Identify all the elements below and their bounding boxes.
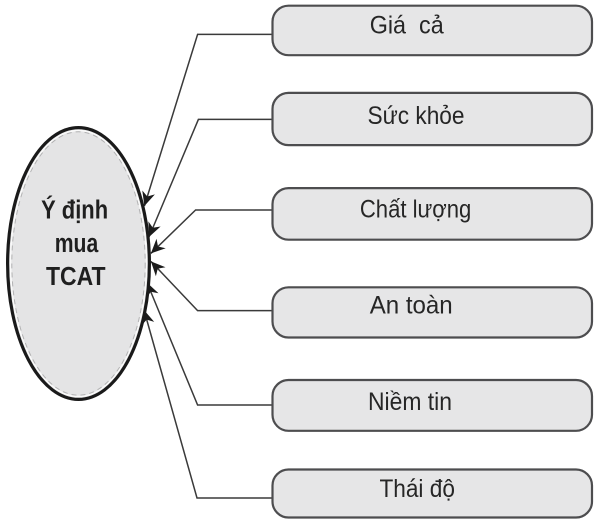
svg-text:Giá cả: Giá cả: [370, 12, 445, 40]
svg-text:An toàn: An toàn: [370, 292, 453, 320]
svg-text:Ý định: Ý định: [41, 195, 108, 225]
svg-text:Thái độ: Thái độ: [379, 475, 455, 503]
svg-text:Chất lượng: Chất lượng: [360, 196, 472, 224]
svg-text:Sức khỏe: Sức khỏe: [368, 102, 465, 130]
svg-text:mua: mua: [55, 230, 99, 258]
svg-text:TCAT: TCAT: [46, 263, 106, 291]
svg-text:Niềm tin: Niềm tin: [368, 388, 452, 416]
